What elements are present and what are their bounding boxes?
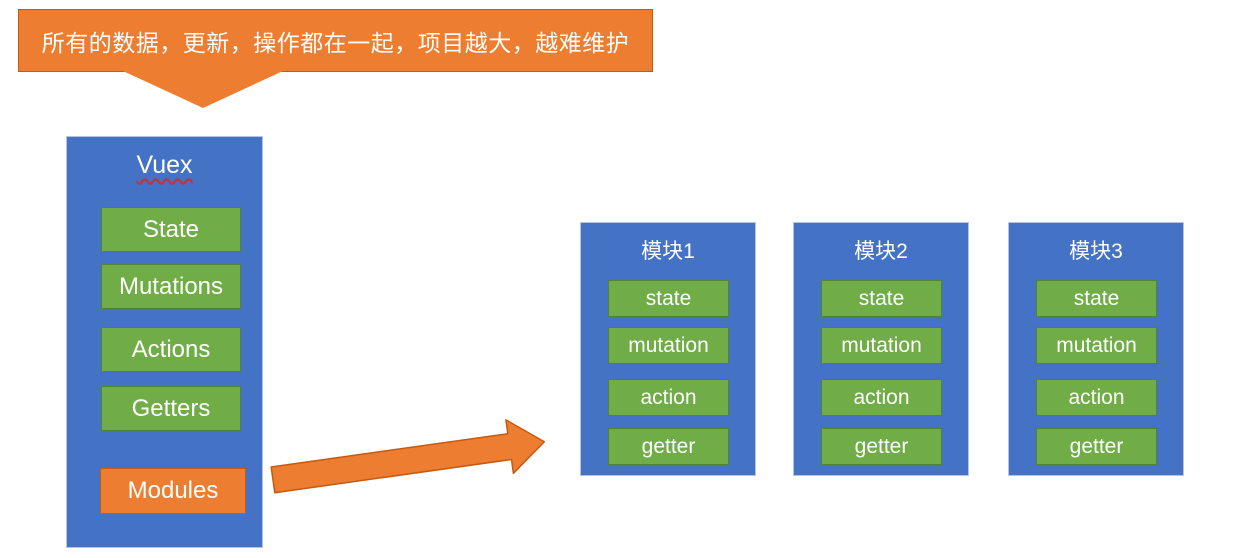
vuex-item-mutations: Mutations <box>101 264 241 309</box>
module-1-item-action: action <box>608 379 729 416</box>
vuex-item-actions: Actions <box>101 327 241 372</box>
module-panel-2: 模块2 state mutation action getter <box>793 222 969 476</box>
module-2-item-getter: getter <box>821 428 942 465</box>
module-2-item-action: action <box>821 379 942 416</box>
vuex-item-modules: Modules <box>100 468 246 514</box>
module-3-item-action: action <box>1036 379 1157 416</box>
module-3-title: 模块3 <box>1069 240 1123 263</box>
callout-pointer-down-icon <box>123 71 283 108</box>
module-panel-3: 模块3 state mutation action getter <box>1008 222 1184 476</box>
callout-text: 所有的数据，更新，操作都在一起，项目越大，越难维护 <box>41 29 630 56</box>
vuex-item-getters: Getters <box>101 386 241 431</box>
module-3-item-getter: getter <box>1036 428 1157 465</box>
vuex-item-state: State <box>101 207 241 252</box>
module-1-item-getter: getter <box>608 428 729 465</box>
module-1-item-mutation: mutation <box>608 327 729 364</box>
module-2-title: 模块2 <box>854 240 908 263</box>
module-2-item-state: state <box>821 280 942 317</box>
module-1-item-state: state <box>608 280 729 317</box>
vuex-title-text: Vuex <box>136 151 193 179</box>
callout-banner: 所有的数据，更新，操作都在一起，项目越大，越难维护 <box>18 9 653 108</box>
module-1-title: 模块1 <box>641 240 695 263</box>
vuex-panel: Vuex State Mutations Actions Getters Mod… <box>66 136 263 548</box>
module-2-item-mutation: mutation <box>821 327 942 364</box>
block-arrow-right-icon <box>268 414 549 508</box>
module-panel-1: 模块1 state mutation action getter <box>580 222 756 476</box>
module-3-item-mutation: mutation <box>1036 327 1157 364</box>
module-3-item-state: state <box>1036 280 1157 317</box>
vuex-panel-title: Vuex <box>67 151 262 180</box>
